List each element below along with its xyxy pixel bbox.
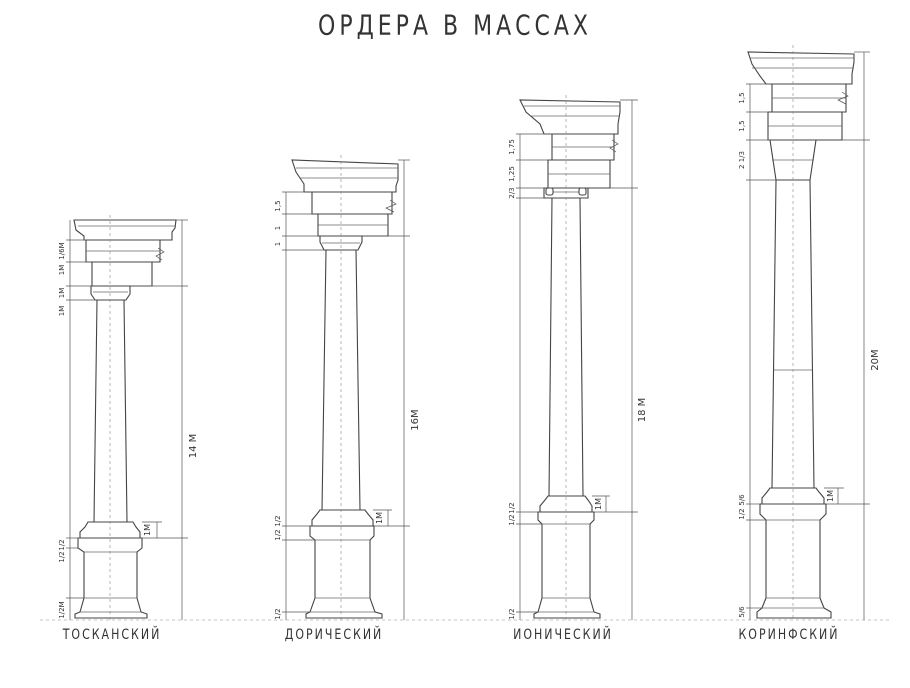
doric-pedestal-cap-label: 1/2 bbox=[274, 529, 282, 540]
corinthian-pedestal-cap-label: 1/2 bbox=[738, 508, 746, 519]
tuscan-base-label: 1М bbox=[143, 524, 152, 536]
corinthian-base bbox=[761, 487, 825, 505]
doric-order: 16М 1М 1,5 1 1 1/2 1/2 1/2 bbox=[274, 155, 421, 620]
corinthian-base-label: 1М bbox=[826, 490, 835, 502]
corinthian-plinth-label: 5/6 bbox=[738, 606, 746, 618]
tuscan-frieze-label: 1М bbox=[58, 265, 66, 276]
doric-height-label: 16М bbox=[410, 409, 421, 430]
ionic-pedestal bbox=[533, 511, 601, 619]
ionic-capital-label: 2/3 bbox=[508, 187, 516, 198]
tuscan-capital bbox=[90, 285, 131, 301]
tuscan-architrave-label: 1М bbox=[58, 288, 66, 299]
corinthian-dimensions: 20М 1М 1,5 1,5 2 1/3 5/6 1/2 5/6 bbox=[738, 51, 881, 620]
ionic-label: ИОНИЧЕСКИЙ bbox=[513, 626, 613, 643]
corinthian-label: КОРИНФСКИЙ bbox=[738, 626, 840, 643]
doric-entablature bbox=[291, 159, 399, 237]
doric-label: ДОРИЧЕСКИЙ bbox=[284, 626, 384, 643]
ionic-frieze-label: 1,25 bbox=[508, 166, 516, 182]
tuscan-entablature bbox=[73, 219, 177, 287]
tuscan-height-label: 14 М bbox=[188, 434, 199, 459]
doric-plinth-label: 1/2 bbox=[274, 608, 282, 619]
tuscan-base bbox=[79, 521, 141, 539]
corinthian-height-label: 20М bbox=[870, 349, 881, 370]
ionic-entablature bbox=[519, 99, 621, 189]
tuscan-cornice-label: 1/6М bbox=[58, 242, 66, 259]
corinthian-pedestal bbox=[756, 503, 832, 619]
corinthian-capital-label: 2 1/3 bbox=[738, 151, 746, 169]
tuscan-capital-label: 1М bbox=[58, 306, 66, 317]
ionic-base-label: 1М bbox=[594, 498, 603, 510]
tuscan-plinth-label: 1/2М bbox=[58, 601, 66, 618]
corinthian-order: 20М 1М 1,5 1,5 2 1/3 5/6 1/2 5/6 bbox=[738, 45, 881, 620]
corinthian-cornice-label: 1,5 bbox=[738, 92, 746, 103]
doric-cornice-label: 1,5 bbox=[274, 200, 282, 211]
tuscan-label: ТОСКАНСКИЙ bbox=[62, 626, 162, 643]
corinthian-entablature bbox=[747, 51, 855, 141]
doric-base-label: 1М bbox=[375, 512, 384, 524]
doric-base-left-label: 1/2 bbox=[274, 515, 282, 526]
tuscan-order: 14 М 1М 1/6М 1М 1М 1М 1/2 1/2 1/2М bbox=[58, 215, 199, 620]
sheet-title: ОРДЕРА В МАССАХ bbox=[318, 10, 592, 43]
ionic-base-left-label: 1/2 bbox=[508, 502, 516, 513]
doric-architrave-label: 1 bbox=[274, 242, 282, 246]
tuscan-dimensions: 14 М 1М 1/6М 1М 1М 1М 1/2 1/2 1/2М bbox=[58, 219, 199, 620]
doric-base bbox=[311, 509, 374, 527]
doric-frieze-label: 1 bbox=[274, 226, 282, 230]
doric-dimensions: 16М 1М 1,5 1 1 1/2 1/2 1/2 bbox=[274, 159, 421, 620]
ionic-plinth-label: 1/2 bbox=[508, 608, 516, 619]
ionic-order: 18 М 1М 1,75 1,25 2/3 1/2 1/2 1/2 bbox=[508, 95, 648, 620]
ionic-pedestal-cap-label: 1/2 bbox=[508, 514, 516, 525]
corinthian-base-left-label: 5/6 bbox=[738, 494, 746, 506]
tuscan-shaft bbox=[93, 299, 128, 523]
tuscan-pedestal bbox=[74, 537, 148, 619]
ionic-height-label: 18 М bbox=[637, 398, 648, 423]
tuscan-pedestal-top-label: 1/2 bbox=[58, 551, 66, 562]
corinthian-frieze-label: 1,5 bbox=[738, 120, 746, 131]
ionic-base bbox=[539, 495, 593, 513]
ionic-cornice-label: 1,75 bbox=[508, 139, 516, 155]
tuscan-pedestal-cap-label: 1/2 bbox=[58, 539, 66, 550]
ionic-dimensions: 18 М 1М 1,75 1,25 2/3 1/2 1/2 1/2 bbox=[508, 99, 648, 620]
